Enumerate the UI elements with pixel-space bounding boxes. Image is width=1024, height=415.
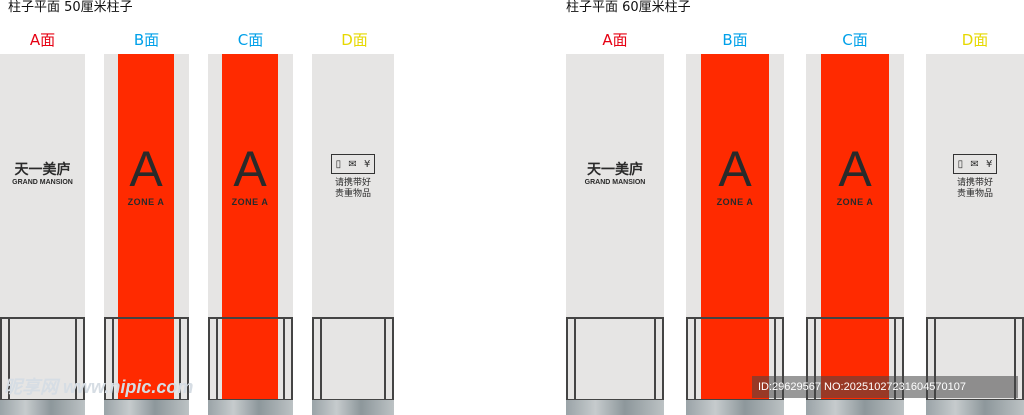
pillar-face-c: A ZONE A <box>208 54 293 400</box>
notice-line-2: 贵重物品 <box>334 189 371 199</box>
face-label-d: D面 <box>341 31 368 49</box>
zone-sign: A ZONE A <box>118 144 174 208</box>
railing <box>566 317 664 401</box>
notice-line-2: 贵重物品 <box>956 189 993 199</box>
money-icon: ¥ <box>985 158 993 170</box>
railing-post <box>112 319 114 399</box>
red-stripe: A ZONE A <box>118 54 174 400</box>
marble-base <box>208 400 293 415</box>
red-stripe: A ZONE A <box>821 54 889 400</box>
railing-post <box>320 319 322 399</box>
zone-letter: A <box>718 141 752 197</box>
railing <box>208 317 293 401</box>
railing-post <box>934 319 936 399</box>
marble-base <box>806 400 904 415</box>
face-label-a: A面 <box>602 31 628 49</box>
zone-letter: A <box>233 141 267 197</box>
railing-post <box>774 319 776 399</box>
face-label-b: B面 <box>133 31 160 49</box>
brand-name-en: GRAND MANSION <box>12 179 73 186</box>
zone-sign: A ZONE A <box>821 144 889 208</box>
red-stripe: A ZONE A <box>222 54 278 400</box>
watermark-site: 昵享网 www.nipic.com <box>4 377 194 397</box>
zone-label: ZONE A <box>716 197 754 207</box>
zone-letter: A <box>129 141 163 197</box>
valuables-notice: ▯ ✉ ¥ 请携带好 贵重物品 <box>926 154 1024 200</box>
pillar-face-a: 天一美庐 GRAND MANSION <box>0 54 85 400</box>
brand-name-cn: 天一美庐 <box>587 162 643 178</box>
red-stripe: A ZONE A <box>701 54 769 400</box>
marble-base <box>686 400 784 415</box>
marble-base <box>566 400 664 415</box>
face-label-d: D面 <box>961 31 989 49</box>
railing-post <box>574 319 576 399</box>
railing-post <box>654 319 656 399</box>
notice-line-1: 请携带好 <box>956 178 993 188</box>
zone-label: ZONE A <box>231 197 269 207</box>
face-label-c: C面 <box>842 31 868 49</box>
railing-post <box>814 319 816 399</box>
watermark-id: ID:29629567 NO:20251027231604570107 <box>752 376 1018 398</box>
brand-logo: 天一美庐 GRAND MANSION <box>0 162 85 188</box>
pillar-face-b: A ZONE A <box>104 54 189 400</box>
railing-post <box>283 319 285 399</box>
pillar-face-a: 天一美庐 GRAND MANSION <box>566 54 664 400</box>
wallet-icon: ✉ <box>970 158 979 170</box>
railing-post <box>179 319 181 399</box>
brand-name-cn: 天一美庐 <box>14 162 71 178</box>
pillar-face-d: ▯ ✉ ¥ 请携带好 贵重物品 <box>312 54 394 400</box>
pillar-face-c: A ZONE A <box>806 54 904 400</box>
title-60cm: 柱子平面 60厘米柱子 <box>566 0 691 15</box>
pillar-face-b: A ZONE A <box>686 54 784 400</box>
phone-icon: ▯ <box>335 158 342 170</box>
wallet-icon: ✉ <box>348 158 357 170</box>
railing-post <box>216 319 218 399</box>
railing-post <box>1014 319 1016 399</box>
phone-icon: ▯ <box>957 158 964 170</box>
zone-sign: A ZONE A <box>701 144 769 208</box>
railing <box>312 317 394 401</box>
notice-line-1: 请携带好 <box>334 178 371 188</box>
railing-post <box>384 319 386 399</box>
railing-post <box>75 319 77 399</box>
marble-base <box>0 400 85 415</box>
face-label-a: A面 <box>29 31 56 49</box>
railing-post <box>694 319 696 399</box>
face-label-c: C面 <box>237 31 264 49</box>
marble-base <box>104 400 189 415</box>
zone-sign: A ZONE A <box>222 144 278 208</box>
brand-logo: 天一美庐 GRAND MANSION <box>566 162 664 188</box>
marble-base <box>926 400 1024 415</box>
notice-icons: ▯ ✉ ¥ <box>331 154 375 174</box>
zone-label: ZONE A <box>127 197 165 207</box>
railing-post <box>8 319 10 399</box>
notice-icons: ▯ ✉ ¥ <box>953 154 997 174</box>
marble-base <box>312 400 394 415</box>
title-50cm: 柱子平面 50厘米柱子 <box>8 0 133 15</box>
brand-name-en: GRAND MANSION <box>584 179 646 186</box>
zone-label: ZONE A <box>836 197 874 207</box>
zone-letter: A <box>838 141 872 197</box>
pillar-face-d: ▯ ✉ ¥ 请携带好 贵重物品 <box>926 54 1024 400</box>
valuables-notice: ▯ ✉ ¥ 请携带好 贵重物品 <box>312 154 394 200</box>
railing-post <box>894 319 896 399</box>
face-label-b: B面 <box>722 31 748 49</box>
money-icon: ¥ <box>363 158 371 170</box>
